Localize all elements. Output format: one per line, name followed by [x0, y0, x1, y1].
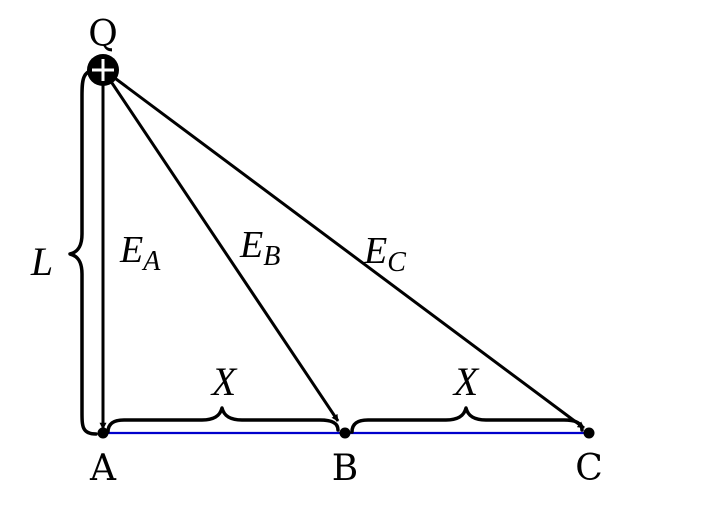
brace-x-bc: [350, 406, 584, 434]
field-label-a-sub: A: [141, 246, 161, 277]
point-b-label: B: [332, 448, 358, 489]
field-label-c-main: E: [363, 230, 387, 272]
field-label-c: EC: [363, 230, 406, 278]
brace-x-ab: [106, 406, 340, 434]
field-label-a: EA: [119, 229, 161, 277]
point-c-dot: [583, 427, 595, 439]
length-label-l: L: [30, 239, 53, 284]
field-vector-c: [111, 74, 585, 430]
point-a-dot: [97, 427, 109, 439]
field-label-c-sub: C: [387, 247, 406, 278]
field-vector-b: [108, 79, 340, 422]
brace-l: [68, 68, 98, 436]
segment-label-ab: X: [210, 359, 238, 404]
point-a-label: A: [89, 448, 117, 489]
segment-label-bc: X: [452, 359, 480, 404]
charge-label: Q: [88, 14, 118, 55]
field-label-b-sub: B: [263, 241, 280, 272]
point-b-dot: [339, 427, 351, 439]
field-label-b-main: E: [239, 224, 263, 266]
point-c-label: C: [575, 448, 603, 489]
plus-charge-icon: [87, 54, 119, 86]
field-label-b: EB: [239, 224, 280, 272]
field-label-a-main: E: [119, 229, 143, 271]
